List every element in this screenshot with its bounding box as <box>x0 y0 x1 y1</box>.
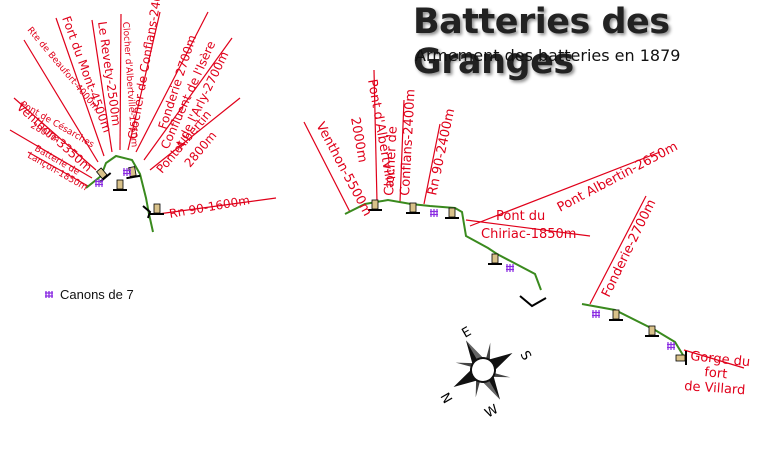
legend: Canons de 7 <box>45 287 134 302</box>
target-label: Rn 90-1600m <box>168 193 251 221</box>
target-label: Gorge du <box>690 349 751 370</box>
compass-w: W <box>483 402 502 421</box>
target-label: fort <box>704 365 728 382</box>
diagram-subtitle: Armement des batteries en 1879 <box>415 46 681 65</box>
target-label: Conflans-2400m <box>398 89 419 197</box>
target-label: Fonderie-2700m <box>599 197 659 300</box>
compass-n: N <box>437 391 455 407</box>
target-label: Clocher de <box>382 126 401 196</box>
target-label: 2000m <box>347 116 370 164</box>
left-battery-guns <box>92 164 165 219</box>
target-label: Chiriac-1850m <box>481 227 576 242</box>
diagram-title: Batteries des Granges <box>413 2 670 82</box>
middle-battery-labels: Venthon-5500m Pont d'Albertville 2000m C… <box>312 78 680 242</box>
right-battery-labels: Fonderie-2700m Gorge du fort de Villard <box>599 197 751 398</box>
compass-e: E <box>460 324 475 341</box>
left-battery-lines <box>9 11 277 215</box>
compass-rose-icon <box>453 340 513 400</box>
middle-battery-lines <box>303 69 661 237</box>
left-battery-parapet <box>85 154 154 233</box>
cannon-7-legend-icon <box>45 287 54 298</box>
legend-label: Canons de 7 <box>60 287 134 302</box>
target-label: de Villard <box>684 379 746 398</box>
target-label: Rn 90-2400m <box>425 107 458 197</box>
right-battery-guns <box>591 309 687 366</box>
target-label: Pont Albertin-2650m <box>555 139 681 215</box>
target-label: Pont du <box>496 209 545 224</box>
left-battery-labels: Rte de Beaufort-4000m Fort du Mont-4500m… <box>14 0 251 221</box>
right-battery-lines <box>589 195 745 369</box>
middle-battery-parapet <box>344 198 542 291</box>
compass-s: S <box>517 349 534 364</box>
middle-battery-guns <box>367 199 547 308</box>
